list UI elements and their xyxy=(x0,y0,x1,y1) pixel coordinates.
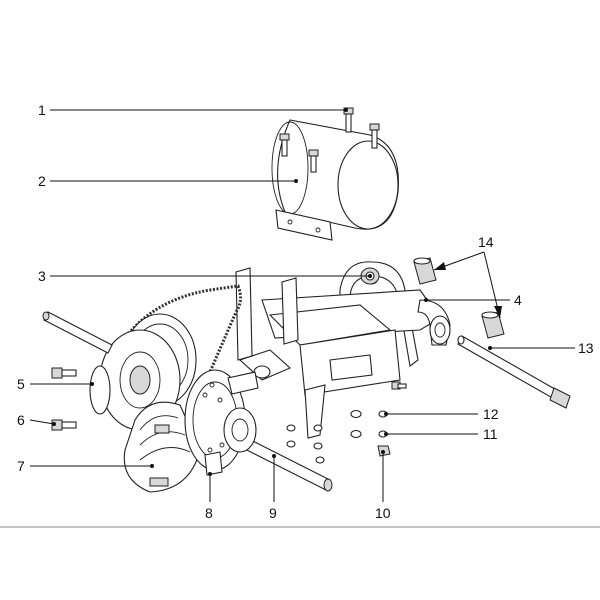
callout-4: 4 xyxy=(514,292,522,308)
leader-lines xyxy=(29,108,575,502)
callout-14: 14 xyxy=(478,234,494,250)
callout-3: 3 xyxy=(38,268,46,284)
callout-7: 7 xyxy=(17,458,25,474)
part-axle xyxy=(223,407,333,492)
callout-11: 11 xyxy=(483,426,498,442)
part-small-bolt-2 xyxy=(51,367,77,379)
callout-9: 9 xyxy=(269,505,277,521)
part-bushings xyxy=(413,257,505,339)
part-nuts-washers xyxy=(286,381,407,464)
part-tank xyxy=(271,119,399,241)
callout-12: 12 xyxy=(483,406,499,422)
callout-8: 8 xyxy=(205,505,213,521)
part-chain xyxy=(117,284,243,428)
part-left-rod xyxy=(42,311,113,354)
part-frame xyxy=(235,261,451,439)
part-bolts xyxy=(279,107,380,173)
part-long-bolt xyxy=(457,335,571,409)
callout-5: 5 xyxy=(17,376,25,392)
part-small-bolt xyxy=(51,419,77,431)
callout-1: 1 xyxy=(38,102,46,118)
part-brake-guard xyxy=(123,401,201,493)
callout-13: 13 xyxy=(578,340,594,356)
part-tensioner xyxy=(227,349,292,395)
callout-6: 6 xyxy=(17,412,25,428)
callout-2: 2 xyxy=(38,173,46,189)
callout-10: 10 xyxy=(375,505,391,521)
